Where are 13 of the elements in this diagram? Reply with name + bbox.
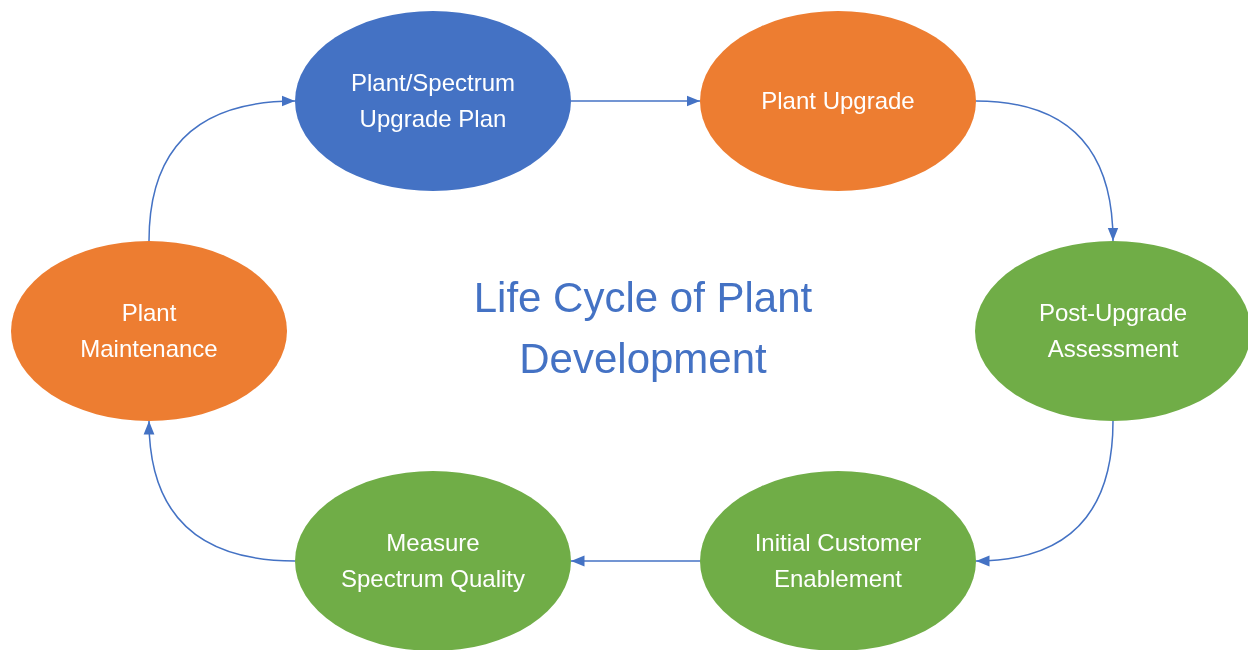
arrow — [570, 95, 701, 107]
arrow — [148, 96, 296, 242]
node-label: Plant Upgrade — [761, 86, 915, 116]
node-label: Measure Spectrum Quality — [339, 528, 527, 594]
node-label: Initial Customer Enablement — [753, 528, 923, 594]
diagram-title: Life Cycle of Plant Development — [472, 273, 814, 384]
arrow — [975, 420, 1114, 566]
arrow — [144, 420, 296, 562]
node-label: Post-Upgrade Assessment — [1037, 298, 1189, 364]
arrow — [975, 100, 1118, 242]
node-label: Plant Maintenance — [79, 298, 219, 364]
node-label: Plant/Spectrum Upgrade Plan — [349, 68, 517, 134]
arrow — [570, 555, 701, 567]
